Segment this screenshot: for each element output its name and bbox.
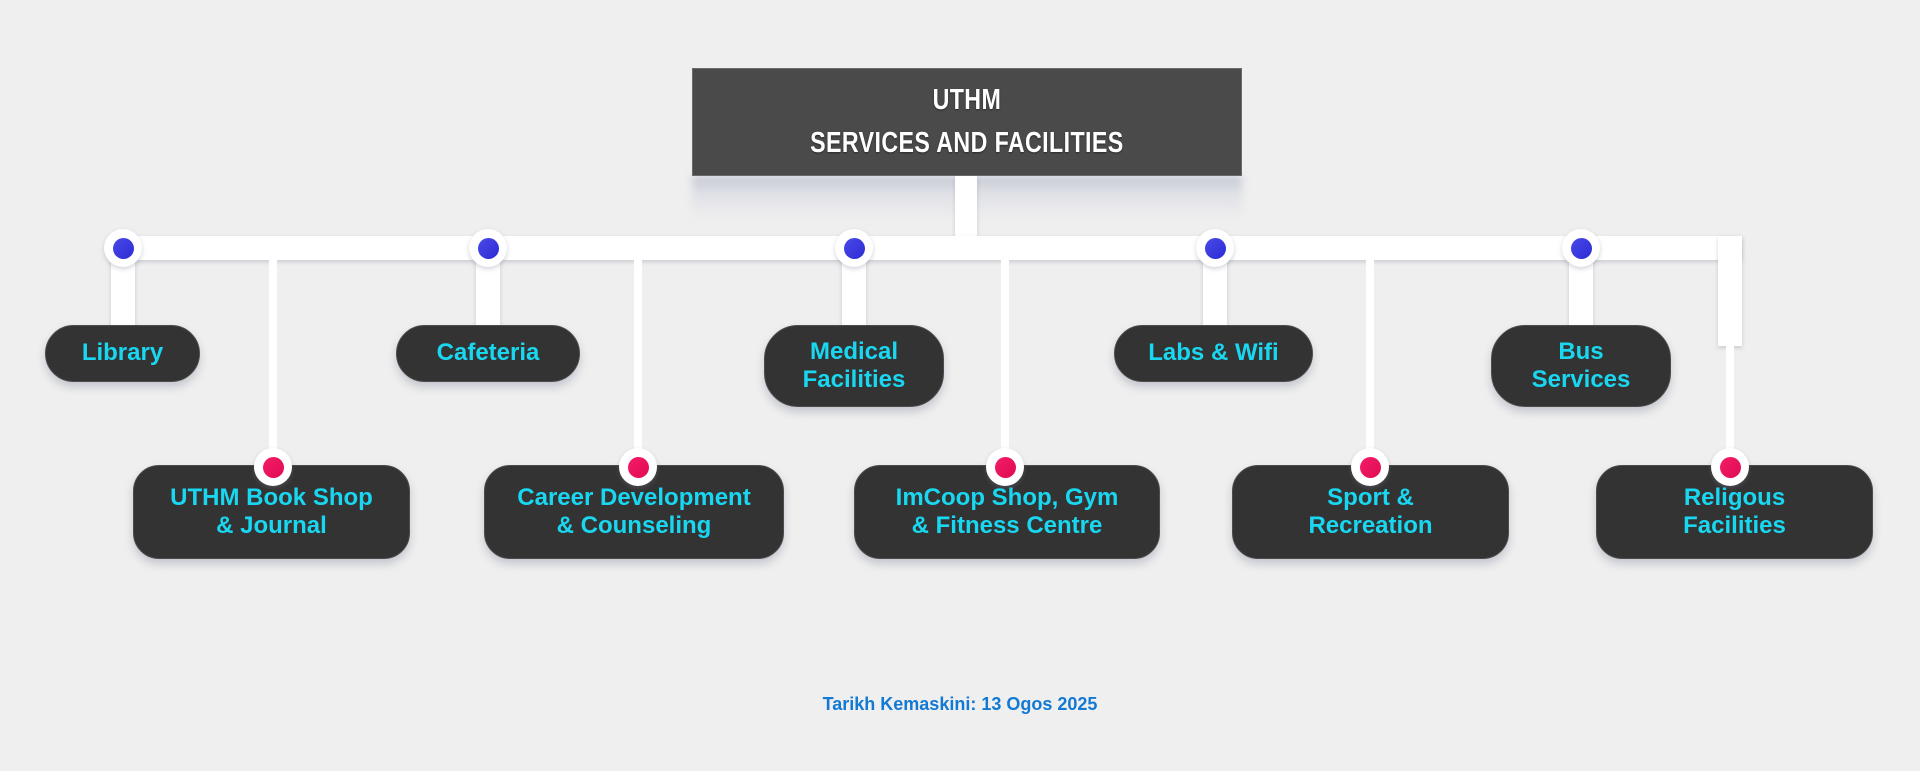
right-elbow-vertical-thick <box>1718 236 1742 346</box>
node-dot-imcoop-shop[interactable] <box>986 448 1024 486</box>
node-bus-services-label-line1: Bus <box>1558 337 1604 365</box>
node-imcoop-shop-label-line2: & Fitness Centre <box>911 512 1103 539</box>
drop-uthm-book-shop <box>269 250 277 465</box>
root-node-title-line1: UTHM <box>932 84 1002 116</box>
dot-core-blue-icon <box>1204 237 1226 259</box>
drop-career-development <box>634 250 642 465</box>
node-religous-facilities-label-line1: Religous <box>1683 483 1786 511</box>
node-imcoop-shop-gym-and-fitness-centre[interactable]: ImCoop Shop, Gym & Fitness Centre <box>854 465 1160 559</box>
node-imcoop-shop-label-line1: ImCoop Shop, Gym <box>895 483 1119 511</box>
node-labs-and-wifi[interactable]: Labs & Wifi <box>1114 325 1313 382</box>
node-cafeteria-label: Cafeteria <box>436 339 540 367</box>
trunk-connector-vertical <box>955 176 977 248</box>
node-dot-career-development[interactable] <box>619 448 657 486</box>
drop-sport-recreation <box>1366 250 1374 465</box>
node-cafeteria[interactable]: Cafeteria <box>396 325 580 382</box>
node-library[interactable]: Library <box>45 325 200 382</box>
dot-core-pink-icon <box>627 456 649 478</box>
node-uthm-book-shop-label-line2: & Journal <box>216 512 327 539</box>
bus-dot-bus-services[interactable] <box>1562 229 1600 267</box>
node-labs-and-wifi-label: Labs & Wifi <box>1148 339 1279 367</box>
node-dot-uthm-book-shop[interactable] <box>254 448 292 486</box>
dot-core-pink-icon <box>1359 456 1381 478</box>
node-library-label: Library <box>81 339 164 367</box>
node-bus-services[interactable]: Bus Services <box>1491 325 1671 407</box>
node-medical-facilities-label-line1: Medical <box>809 337 899 365</box>
main-horizontal-bus <box>122 236 1742 260</box>
root-node-uthm-services-and-facilities[interactable]: UTHM SERVICES AND FACILITIES <box>692 68 1242 176</box>
node-career-development-label-line2: & Counseling <box>556 512 712 539</box>
footer-last-updated-date: Tarikh Kemaskini: 13 Ogos 2025 <box>822 694 1098 714</box>
dot-core-blue-icon <box>1570 237 1592 259</box>
bus-dot-medical-facilities[interactable] <box>835 229 873 267</box>
bus-dot-labs-and-wifi[interactable] <box>1196 229 1234 267</box>
right-elbow-vertical-thin <box>1726 340 1734 465</box>
node-bus-services-label-line2: Services <box>1531 366 1631 393</box>
node-medical-facilities-label-line2: Facilities <box>802 366 906 393</box>
bus-dot-cafeteria[interactable] <box>469 229 507 267</box>
node-sport-recreation-label-line1: Sport & <box>1327 483 1414 511</box>
bus-dot-library[interactable] <box>104 229 142 267</box>
drop-imcoop-shop <box>1001 250 1009 465</box>
dot-core-pink-icon <box>1719 456 1741 478</box>
node-religous-facilities-label-line2: Facilities <box>1683 512 1786 539</box>
node-dot-sport-recreation[interactable] <box>1351 448 1389 486</box>
root-node-title-line2: SERVICES AND FACILITIES <box>810 127 1124 159</box>
node-medical-facilities[interactable]: Medical Facilities <box>764 325 944 407</box>
dot-core-pink-icon <box>994 456 1016 478</box>
dot-core-blue-icon <box>112 237 134 259</box>
dot-core-pink-icon <box>262 456 284 478</box>
node-dot-religous-facilities[interactable] <box>1711 448 1749 486</box>
node-career-development-label-line1: Career Development <box>517 483 751 511</box>
dot-core-blue-icon <box>843 237 865 259</box>
node-sport-recreation-label-line2: Recreation <box>1308 512 1433 539</box>
dot-core-blue-icon <box>477 237 499 259</box>
node-uthm-book-shop-label-line1: UTHM Book Shop <box>170 483 373 511</box>
